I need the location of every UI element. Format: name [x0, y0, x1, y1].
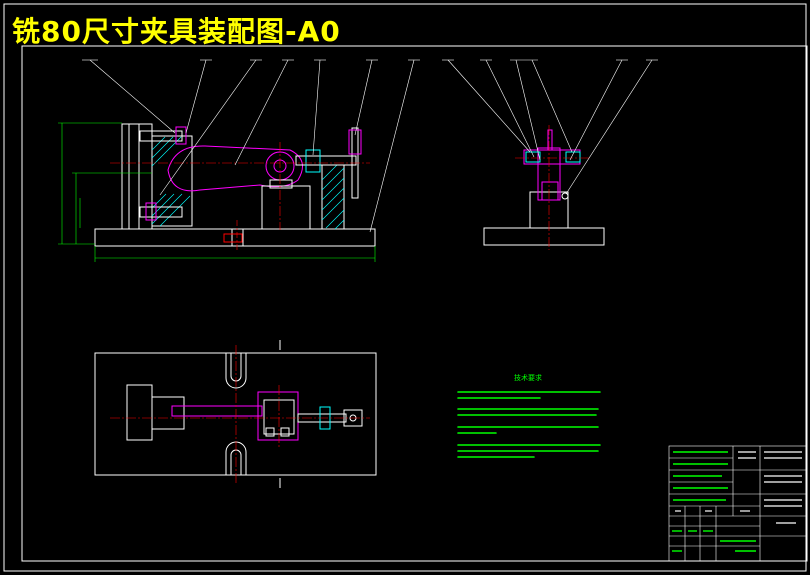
side-stud: [547, 129, 553, 151]
clamp-lever: [167, 145, 303, 192]
top-lever: [171, 405, 263, 417]
side-view: [442, 59, 658, 250]
upper-screw: [139, 130, 183, 142]
side-left-nut: [525, 151, 541, 163]
outer-frame: [3, 3, 807, 572]
title-block-white-marks: [675, 451, 802, 524]
title-block-text-marks: [672, 451, 756, 552]
side-knob: [561, 192, 569, 200]
pivot-cap: [269, 179, 293, 189]
front-leaders: [82, 59, 420, 233]
requirement-lines: [457, 391, 601, 458]
side-right-nut: [565, 151, 581, 163]
top-view: [94, 340, 377, 488]
locating-pin: [223, 233, 243, 243]
top-slot-upper: [225, 353, 247, 389]
upper-screw-head: [175, 126, 187, 145]
screw-rod: [295, 155, 357, 166]
top-small-square-1: [265, 427, 275, 437]
top-small-square-2: [280, 427, 290, 437]
technical-requirements: 技术要求: [457, 373, 601, 458]
handle-grip: [348, 129, 362, 155]
drawing-title: 铣80尺寸夹具装配图-A0: [12, 15, 341, 48]
title-block: [668, 445, 807, 562]
top-support: [126, 384, 153, 441]
screw-nut: [305, 149, 321, 173]
front-dimensions: [58, 122, 376, 262]
lower-screw-head: [145, 202, 157, 221]
workpiece: [151, 135, 193, 227]
base-plate: [94, 228, 376, 247]
side-lower-block: [541, 181, 559, 201]
technical-requirements-heading: 技术要求: [514, 373, 542, 382]
side-leaders: [442, 59, 658, 195]
lower-screw: [139, 206, 183, 218]
support-block: [121, 123, 153, 230]
pivot-support: [261, 185, 311, 230]
top-workpiece: [151, 396, 185, 430]
front-view: [58, 59, 420, 262]
upright-hatch: [321, 164, 345, 230]
support-block-inner: [128, 123, 140, 230]
inner-frame: [21, 45, 808, 562]
workpiece-hatch: [151, 136, 191, 227]
side-base: [483, 227, 605, 246]
